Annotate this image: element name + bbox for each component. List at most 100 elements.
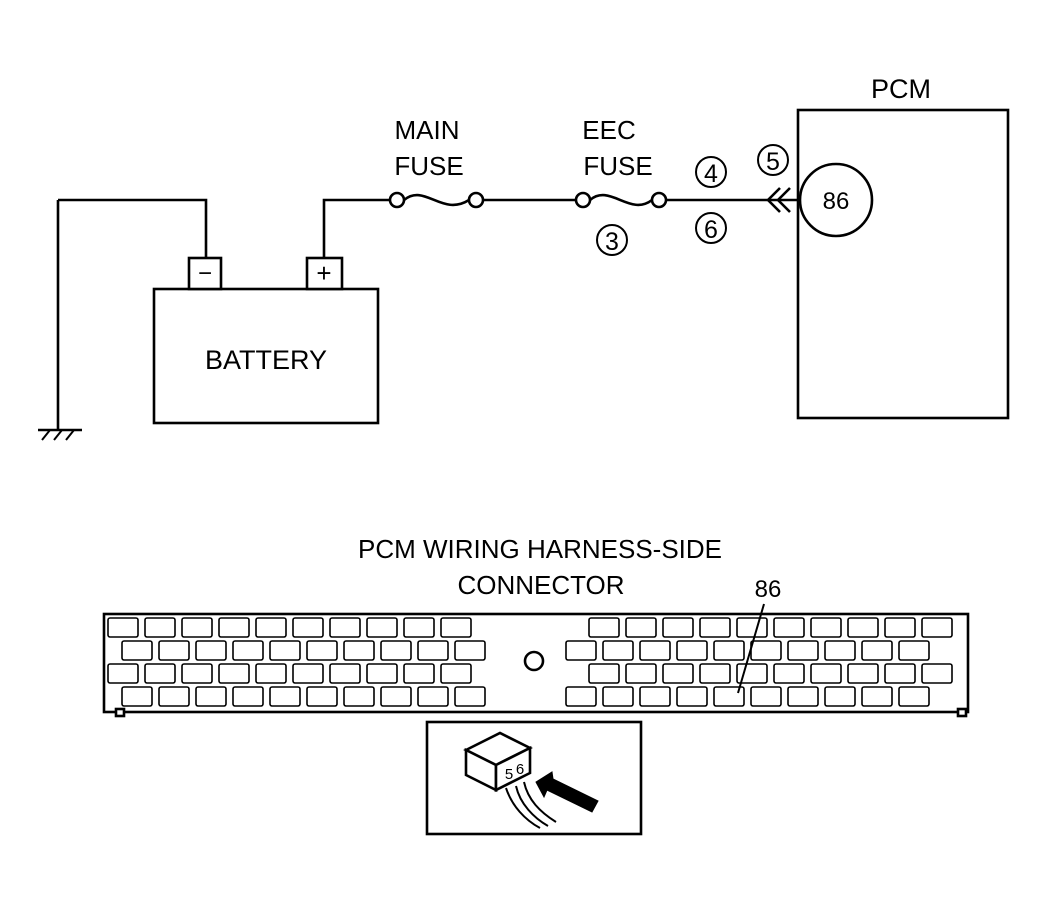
connector-terminal-cell xyxy=(454,686,486,707)
connector-terminal-cell xyxy=(232,686,264,707)
pcm-pin-label: 86 xyxy=(823,188,850,215)
connector-terminal-cell xyxy=(699,663,731,684)
connector-terminal-cell xyxy=(884,663,916,684)
connector-terminal-cell xyxy=(662,663,694,684)
battery: − + BATTERY xyxy=(152,256,380,425)
inset-terminal-a: 5 xyxy=(505,766,513,783)
main-fuse: MAIN FUSE xyxy=(388,115,485,209)
connector-title-line1: PCM WIRING HARNESS-SIDE xyxy=(358,534,722,564)
connector-terminal-cell xyxy=(773,663,805,684)
connector-terminal-cell xyxy=(565,686,597,707)
connector-terminal-cell xyxy=(787,640,819,661)
connector-terminal-cell xyxy=(144,663,176,684)
connector-terminal-cell xyxy=(218,663,250,684)
connector-terminal-cell xyxy=(380,686,412,707)
connector-terminal-cell xyxy=(736,617,768,638)
probe-inset: 5 6 xyxy=(425,720,643,836)
svg-text:3: 3 xyxy=(605,228,619,256)
connector-terminal-cell xyxy=(292,617,324,638)
connector-terminal-cell xyxy=(269,686,301,707)
connector-terminal-cell xyxy=(403,617,435,638)
connector-terminal-cell xyxy=(713,640,745,661)
connector-terminal-cell xyxy=(343,640,375,661)
connector-terminal-cell xyxy=(343,686,375,707)
connector-terminal-cell xyxy=(107,617,139,638)
connector-terminal-cell xyxy=(750,640,782,661)
connector-terminal-cell xyxy=(195,640,227,661)
battery-label: BATTERY xyxy=(205,345,327,375)
inset-frame xyxy=(425,720,643,836)
connector-terminal-cell xyxy=(440,617,472,638)
pcm-module: PCM 86 xyxy=(796,74,1010,420)
connector-terminal-cell xyxy=(403,663,435,684)
connector-terminal-cell xyxy=(639,640,671,661)
step-marker-3: 3 xyxy=(596,224,628,256)
step-marker-5: 5 xyxy=(757,144,789,176)
connector-terminal-cell xyxy=(699,617,731,638)
negative-terminal-label: − xyxy=(198,260,212,287)
connector-terminal-cell xyxy=(380,640,412,661)
battery-body xyxy=(152,287,380,425)
connector-terminal-cell xyxy=(329,663,361,684)
connector-terminal-cell xyxy=(255,617,287,638)
connector-terminal-cell xyxy=(639,686,671,707)
connector-terminal-cell xyxy=(158,686,190,707)
harness-connector-view: PCM WIRING HARNESS-SIDE CONNECTOR 86 xyxy=(102,534,970,718)
connector-terminal-cell xyxy=(565,640,597,661)
pcm-label: PCM xyxy=(871,74,931,104)
connector-terminal-cell xyxy=(676,686,708,707)
connector-terminal-cell xyxy=(306,686,338,707)
positive-terminal-label: + xyxy=(316,258,331,288)
connector-title-line2: CONNECTOR xyxy=(457,570,624,600)
negative-terminal xyxy=(187,256,223,291)
positive-terminal xyxy=(305,256,344,291)
connector-terminal-cell xyxy=(454,640,486,661)
ground-wire xyxy=(58,198,208,260)
connector-terminal-cell xyxy=(787,686,819,707)
circuit-schematic: − + BATTERY MAIN FUSE EEC FUSE xyxy=(38,74,1010,441)
connector-terminal-cell xyxy=(750,686,782,707)
connector-terminal-cell xyxy=(861,640,893,661)
connector-terminal-cell xyxy=(440,663,472,684)
pcm-box xyxy=(796,108,1010,420)
connector-terminal-cell xyxy=(366,617,398,638)
connector-pin-callout: 86 xyxy=(755,576,782,603)
connector-terminal-cell xyxy=(662,617,694,638)
connector-terminal-cell xyxy=(107,663,139,684)
step-marker-4: 4 xyxy=(695,156,727,188)
connector-terminal-cell xyxy=(824,640,856,661)
connector-terminal-cell xyxy=(676,640,708,661)
eec-fuse-label-line1: EEC xyxy=(582,115,635,145)
connector-terminal-cell xyxy=(588,617,620,638)
connector-plug-icon: 5 6 xyxy=(463,731,557,829)
connector-terminal-cell xyxy=(232,640,264,661)
battery-positive-wire xyxy=(322,198,390,258)
connector-terminal-cell xyxy=(713,686,745,707)
connector-terminal-cell xyxy=(329,617,361,638)
connector-terminal-cell xyxy=(121,686,153,707)
connector-terminal-cell xyxy=(195,686,227,707)
main-fuse-label-line2: FUSE xyxy=(394,151,463,181)
connector-key xyxy=(523,650,545,672)
connector-terminal-cell xyxy=(625,663,657,684)
inset-terminal-b: 6 xyxy=(516,761,524,778)
connector-terminal-cell xyxy=(884,617,916,638)
eec-fuse-label-line2: FUSE xyxy=(583,151,652,181)
connector-terminal-cell xyxy=(824,686,856,707)
connector-terminal-cell xyxy=(810,663,842,684)
connector-terminal-cell xyxy=(417,686,449,707)
connector-terminal-cell xyxy=(292,663,324,684)
pin-callout-leader xyxy=(737,603,765,694)
connector-terminal-cell xyxy=(218,617,250,638)
connector-terminal-cell xyxy=(181,663,213,684)
svg-text:4: 4 xyxy=(704,160,718,188)
connector-chevron-icon xyxy=(766,187,791,213)
main-fuse-label-line1: MAIN xyxy=(395,115,460,145)
connector-terminal-cell xyxy=(921,617,953,638)
connector-terminal-cell xyxy=(269,640,301,661)
pcm-pin-circle xyxy=(798,162,874,238)
step-marker-6: 6 xyxy=(695,212,727,244)
svg-text:6: 6 xyxy=(704,216,718,244)
connector-terminal-cell xyxy=(847,663,879,684)
